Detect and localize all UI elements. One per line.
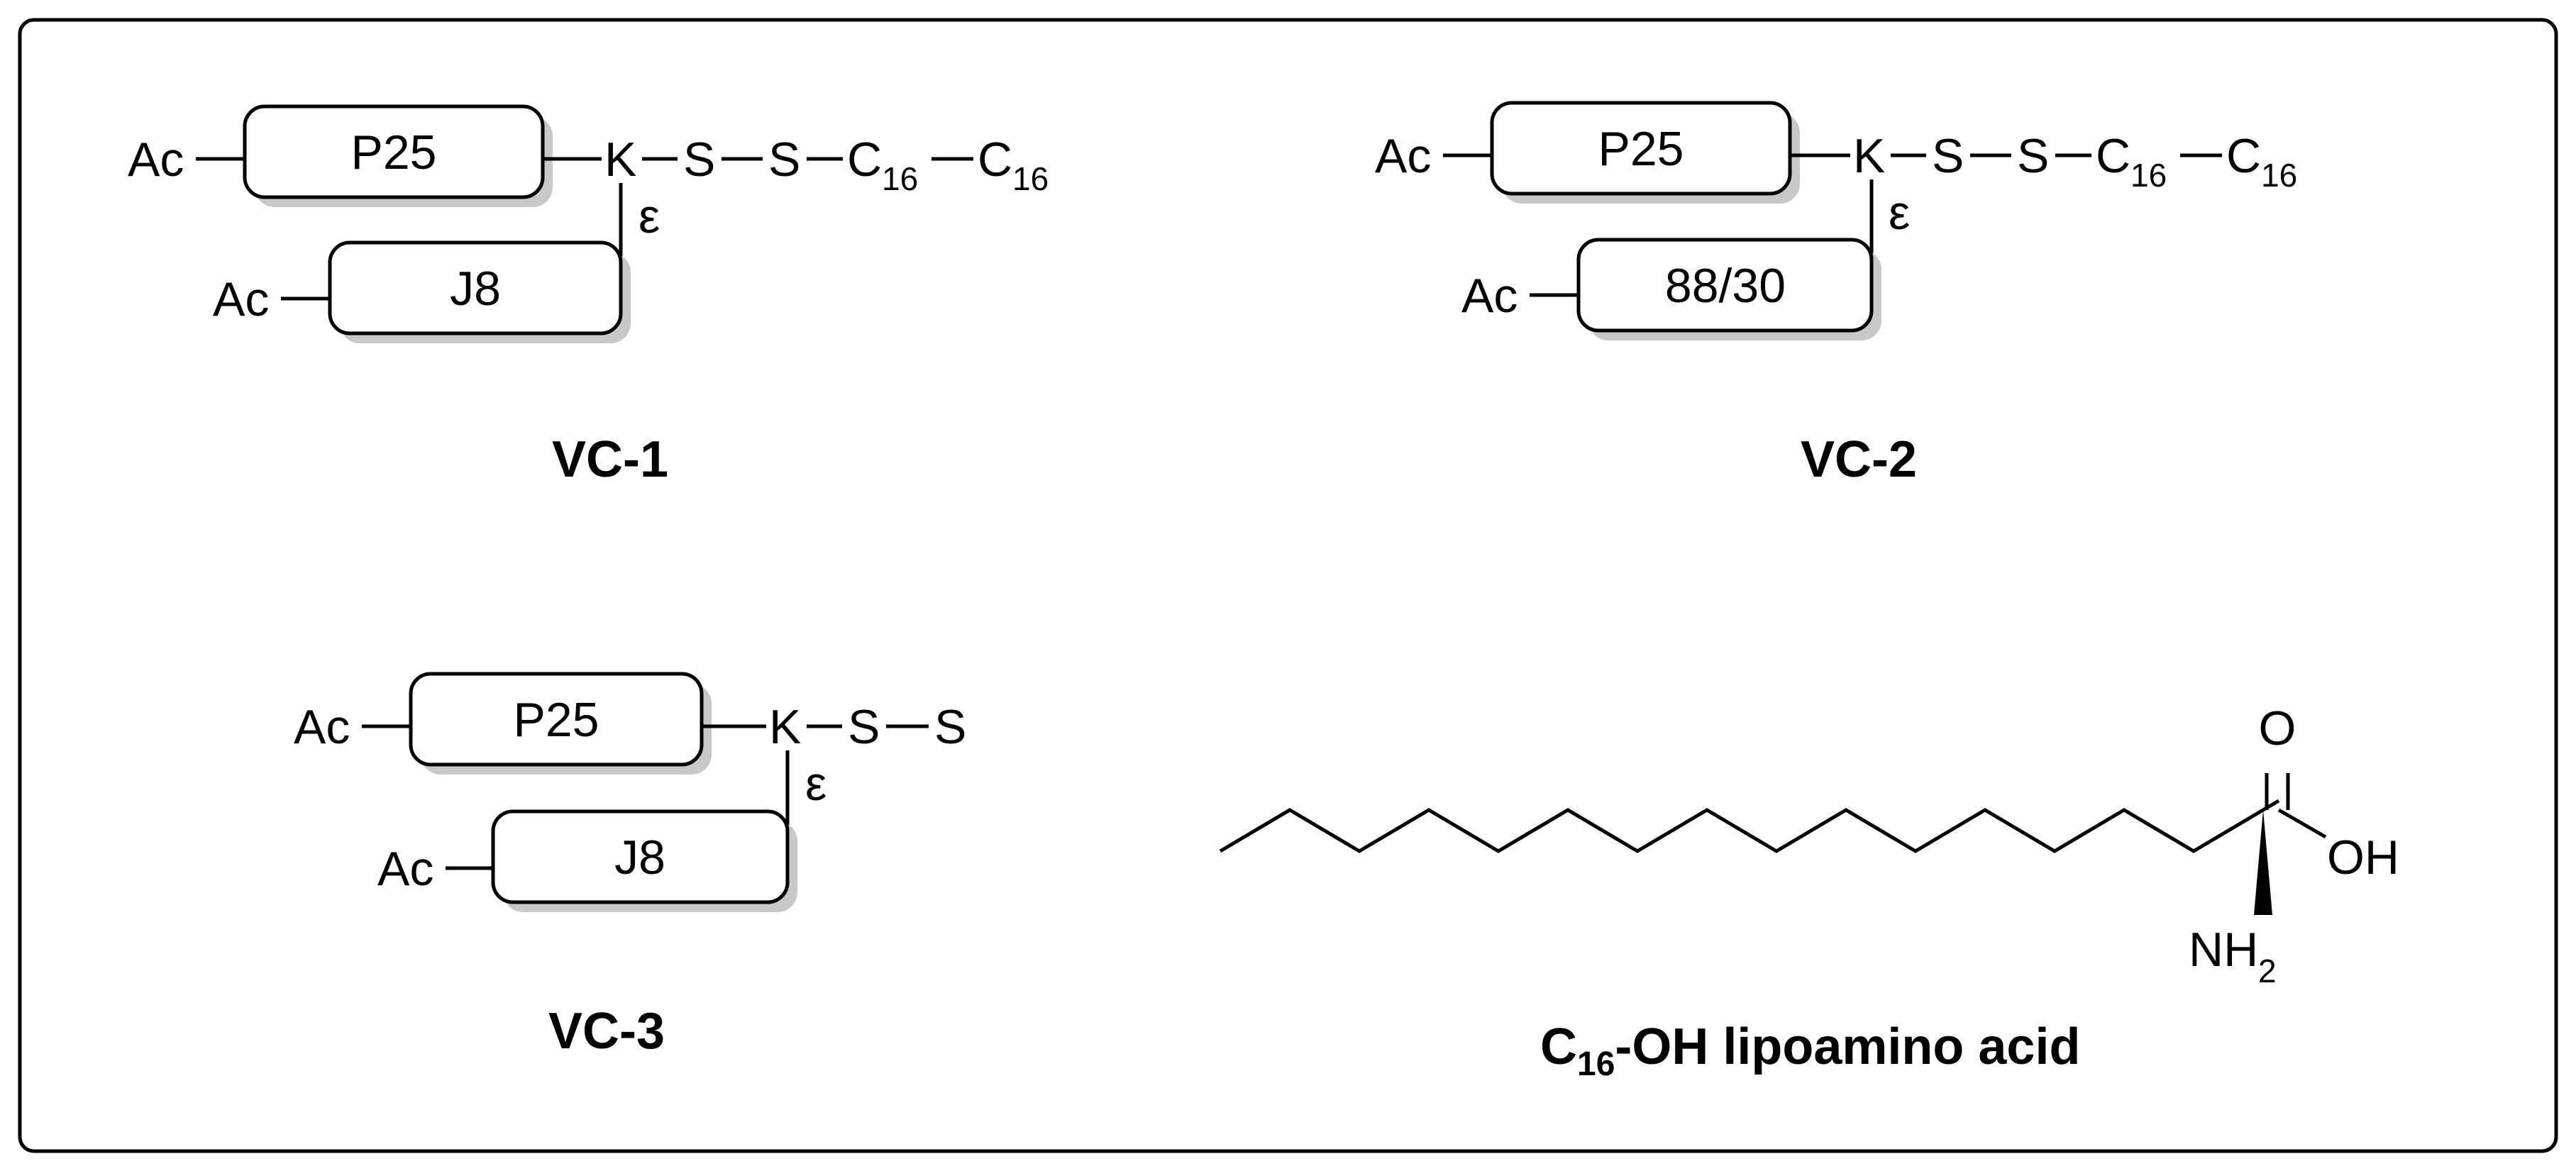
vc2-chain-atom-4: C [2226, 129, 2261, 183]
vc2-compound-label: VC-2 [1801, 431, 1917, 488]
vc3-bottom-peptide-label: J8 [614, 831, 665, 884]
vc2-epsilon-label: ε [1889, 186, 1910, 240]
vc1-chain-atom-2: S [768, 133, 800, 187]
vc2-lysine: K [1853, 129, 1885, 183]
vc3-chain-atom-2: S [934, 700, 966, 754]
vc1-bottom-cap: Ac [213, 272, 269, 326]
vc1-chain-atom-4: C [978, 133, 1012, 187]
construct-vc-1: Ac P25 K S S C 16 C 16 ε Ac J8 VC-1 [128, 104, 1049, 488]
alkyl-chain-skeleton [1219, 808, 2265, 853]
vc2-chain-atom-1: S [1932, 129, 1964, 183]
vc3-compound-label: VC-3 [548, 1003, 665, 1060]
lipoamino-acid-title: C16-OH lipoamino acid [1540, 1019, 2080, 1083]
vc3-top-peptide-box [409, 672, 704, 767]
vc2-top-peptide-label: P25 [1598, 122, 1684, 176]
lipoamino-acid-structure: O OH NH 2 C16-OH lipoamino acid [1219, 701, 2399, 1083]
vc2-bottom-peptide-box [1576, 238, 1874, 333]
lipoamino-title-c: C [1540, 1019, 1577, 1075]
vc3-bottom-cap: Ac [377, 842, 433, 896]
vc2-top-cap: Ac [1375, 129, 1431, 183]
vc1-top-peptide-label: P25 [351, 126, 437, 179]
amine-group: NH [2189, 923, 2258, 977]
vc1-lysine: K [604, 133, 636, 187]
vc1-epsilon-label: ε [639, 189, 660, 243]
figure-frame [18, 18, 2558, 1153]
vc1-bottom-peptide-label: J8 [450, 262, 501, 316]
construct-vc-3: Ac P25 K S S ε Ac J8 VC-3 [294, 672, 966, 1060]
amine-wedge-bond [2254, 810, 2272, 915]
carbonyl-oxygen: O [2259, 701, 2296, 755]
vc2-chain-atom-2: S [2017, 129, 2049, 183]
vc2-bottom-cap: Ac [1461, 269, 1518, 323]
vc3-chain-atom-1: S [848, 700, 880, 754]
construct-vc-2: Ac P25 K S S C 16 C 16 ε Ac 88/30 VC-2 [1375, 101, 2297, 488]
vc1-chain-atom-3: C [847, 133, 882, 187]
carboxyl-oh-bond [2277, 808, 2327, 839]
vc1-chain-atom-4-subscript: 16 [1012, 160, 1049, 197]
vc1-chain-atom-1: S [683, 133, 715, 187]
vc2-chain-atom-3: C [2096, 129, 2130, 183]
vc2-chain-atom-3-subscript: 16 [2130, 157, 2167, 194]
vc2-bottom-peptide-label: 88/30 [1665, 259, 1786, 313]
vc1-bottom-peptide-box [328, 240, 623, 335]
vc1-top-cap: Ac [128, 133, 184, 187]
vc3-top-peptide-label: P25 [514, 693, 599, 747]
vc1-chain-atom-3-subscript: 16 [882, 160, 918, 197]
vc2-top-peptide-box [1490, 101, 1792, 196]
vc1-top-peptide-box [243, 104, 545, 199]
carboxyl-hydroxyl: OH [2327, 831, 2399, 884]
amine-subscript: 2 [2258, 953, 2277, 989]
vc3-lysine: K [769, 700, 801, 754]
vc1-compound-label: VC-1 [552, 431, 668, 488]
vc2-chain-atom-4-subscript: 16 [2261, 157, 2297, 194]
vc3-bottom-peptide-box [491, 809, 790, 904]
vc3-top-cap: Ac [294, 700, 350, 754]
lipoamino-title-rest: -OH lipoamino acid [1615, 1019, 2080, 1075]
lipoamino-title-subscript: 16 [1577, 1045, 1615, 1083]
vc3-epsilon-label: ε [805, 757, 827, 811]
